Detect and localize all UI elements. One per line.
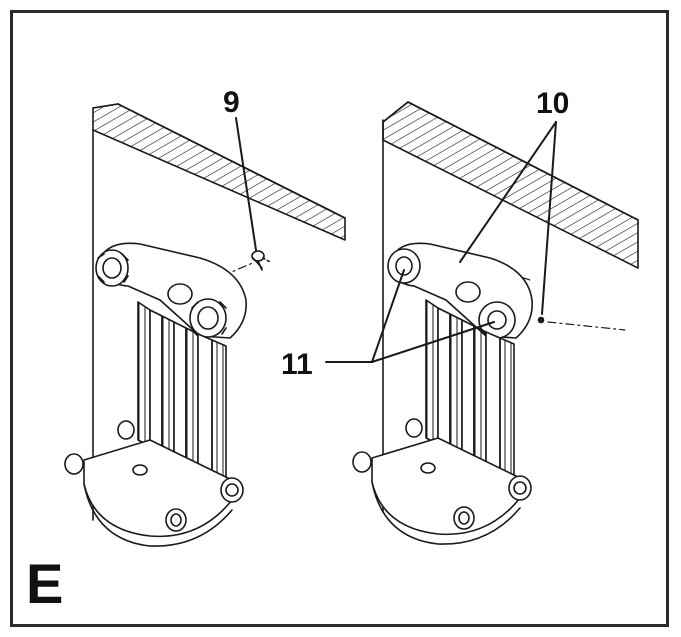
callout-11-label: 11 <box>281 348 313 381</box>
leader-11-right <box>371 321 495 363</box>
right-base-knob-front-icon <box>453 506 475 530</box>
screw-9-icon <box>251 250 271 271</box>
left-wall-top-hatch <box>92 103 346 241</box>
left-arm-knob-icon <box>95 249 129 287</box>
right-step-illustration <box>352 101 639 545</box>
leader-11-left <box>371 269 405 363</box>
hole-10-lower-icon <box>537 316 545 324</box>
callout-leaders <box>235 117 557 363</box>
leader-9 <box>235 117 257 251</box>
left-base-knob-back-icon <box>117 420 135 440</box>
right-base-knob-back-icon <box>405 418 423 438</box>
left-base-knob-right-icon <box>220 477 244 503</box>
right-arm-knob-left-icon <box>387 248 421 284</box>
left-base-knob-front-icon <box>165 508 187 532</box>
callout-10-label: 10 <box>536 87 569 120</box>
right-arm-knob-icon <box>189 298 227 338</box>
leader-10-upper <box>459 121 557 263</box>
leader-10-lower <box>541 121 557 315</box>
callout-9-label: 9 <box>223 86 240 119</box>
right-arm-knob-right-icon <box>478 301 516 339</box>
right-base-knob-right-icon <box>508 475 532 501</box>
left-base <box>83 439 233 538</box>
panel-letter: E <box>26 552 64 615</box>
left-step-illustration <box>64 103 346 547</box>
left-base-knob-left-icon <box>64 453 84 475</box>
right-base <box>371 437 521 536</box>
figure-frame <box>10 10 669 627</box>
right-base-knob-left-icon <box>352 451 372 473</box>
